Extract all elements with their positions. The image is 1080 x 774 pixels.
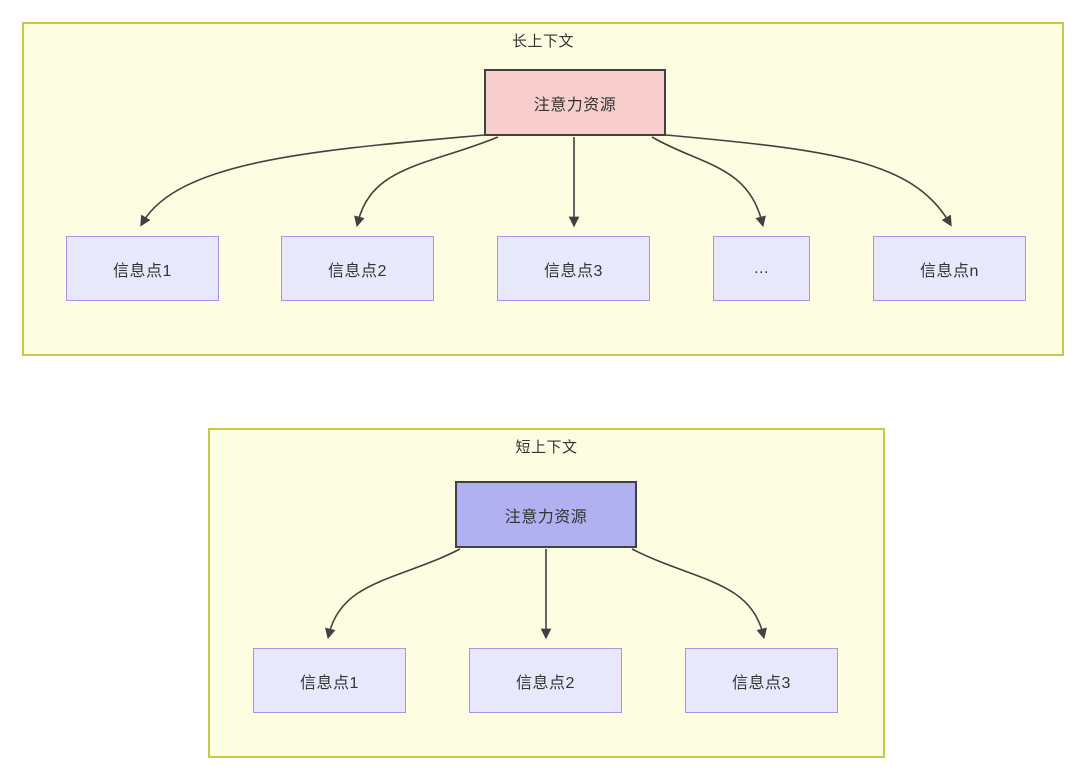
long-context-leaf-node[interactable]: 信息点3 — [497, 236, 650, 301]
long-context-leaf-node[interactable]: 信息点1 — [66, 236, 219, 301]
long-context-title: 长上下文 — [511, 33, 574, 50]
short-context-root-node[interactable]: 注意力资源 — [455, 481, 637, 548]
long-context-leaf-node[interactable]: 信息点2 — [281, 236, 434, 301]
long-context-leaf-node[interactable]: 信息点n — [873, 236, 1026, 301]
short-context-leaf-node[interactable]: 信息点1 — [253, 648, 406, 713]
long-context-root-node[interactable]: 注意力资源 — [484, 69, 666, 136]
short-context-leaf-node[interactable]: 信息点2 — [469, 648, 622, 713]
long-context-leaf-node-ellipsis[interactable]: ... — [713, 236, 810, 301]
short-context-leaf-node[interactable]: 信息点3 — [685, 648, 838, 713]
short-context-title: 短上下文 — [515, 439, 578, 456]
